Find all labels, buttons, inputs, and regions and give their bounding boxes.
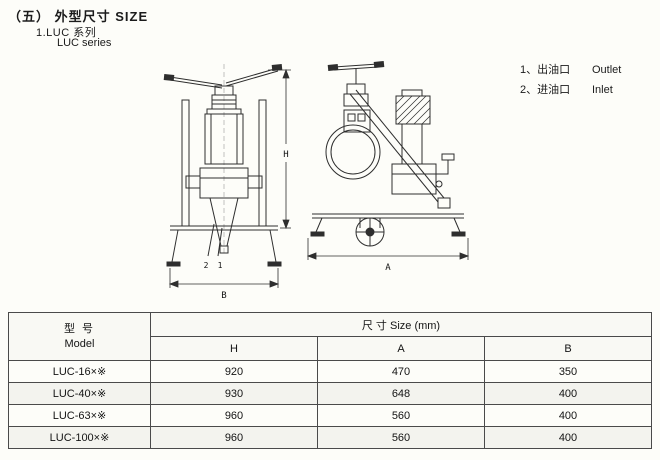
filter-cart-front-view [310,61,466,247]
foot-right [267,261,282,267]
legend-inlet-cn: 2、进油口 [520,84,571,96]
hose-loop [325,124,381,180]
port-label-inlet: 2 [204,261,209,270]
h-cell: 920 [150,360,318,383]
legend-outlet-en: Outlet [592,64,622,76]
series-label-en: LUC series [57,37,112,49]
page-title: （五） 外型尺寸 SIZE [8,9,149,24]
front-view-drawing: A [306,61,470,273]
motor [395,95,431,125]
legend-inlet-en: Inlet [592,84,613,96]
handle-grip-left [327,64,339,71]
model-cell: LUC-16×※ [8,360,151,383]
foot-left [166,261,181,267]
dimension-lines [306,238,470,260]
model-header-cn: 型 号 [63,322,96,335]
model-cell: LUC-40×※ [8,382,151,405]
a-cell: 648 [317,382,485,405]
table-header-model: 型 号 Model [8,312,151,361]
table-header-size: 尺 寸 Size (mm) [150,312,652,337]
h-cell: 930 [150,382,318,405]
h-cell: 960 [150,404,318,427]
table-header-row-2: H A B [9,336,652,361]
model-header-en: Model [64,337,95,350]
foot-right [451,231,466,237]
model-cell: LUC-100×※ [8,426,151,449]
table-header-row-1: 型 号 Model 尺 寸 Size (mm) [8,312,652,361]
legend-outlet: 1、出油口 Outlet [520,60,621,80]
dimension-lines [168,68,291,288]
b-cell: 400 [484,426,652,449]
model-cell: LUC-63×※ [8,404,151,427]
filter-housing [204,113,244,165]
a-cell: 560 [317,426,485,449]
foot-left [310,231,325,237]
size-table: 型 号 Model 尺 寸 Size (mm) H A B LUC-16×※ 9… [8,312,652,449]
table-row: LUC-16×※ 920 470 350 [8,360,652,383]
table-header-col-h: H [150,336,318,361]
h-cell: 960 [150,426,318,449]
a-cell: 470 [317,360,485,383]
dim-label-b: B [221,291,226,301]
handle-grip-right [271,64,283,71]
b-cell: 350 [484,360,652,383]
gauge-box [343,109,371,133]
series-label-cn: 1.LUC 系列 [36,27,97,39]
filter-cart-side-view [163,64,283,267]
port-legend: 1、出油口 Outlet 2、进油口 Inlet [520,60,621,100]
legend-outlet-cn: 1、出油口 [520,64,571,76]
dim-label-a: A [385,263,391,273]
handle-grip-right [373,61,385,68]
table-row: LUC-100×※ 960 560 400 [8,426,652,449]
side-view-drawing: H B 2 1 [163,64,291,301]
b-cell: 400 [484,404,652,427]
legend-inlet: 2、进油口 Inlet [520,80,621,100]
handle-grip-left [163,74,175,81]
b-cell: 400 [484,382,652,405]
table-row: LUC-63×※ 960 560 400 [8,404,652,427]
dim-label-h: H [283,150,288,160]
table-header-col-b: B [484,336,652,361]
table-row: LUC-40×※ 930 648 400 [8,382,652,405]
table-header-col-a: A [317,336,485,361]
port-label-outlet: 1 [218,261,223,270]
a-cell: 560 [317,404,485,427]
